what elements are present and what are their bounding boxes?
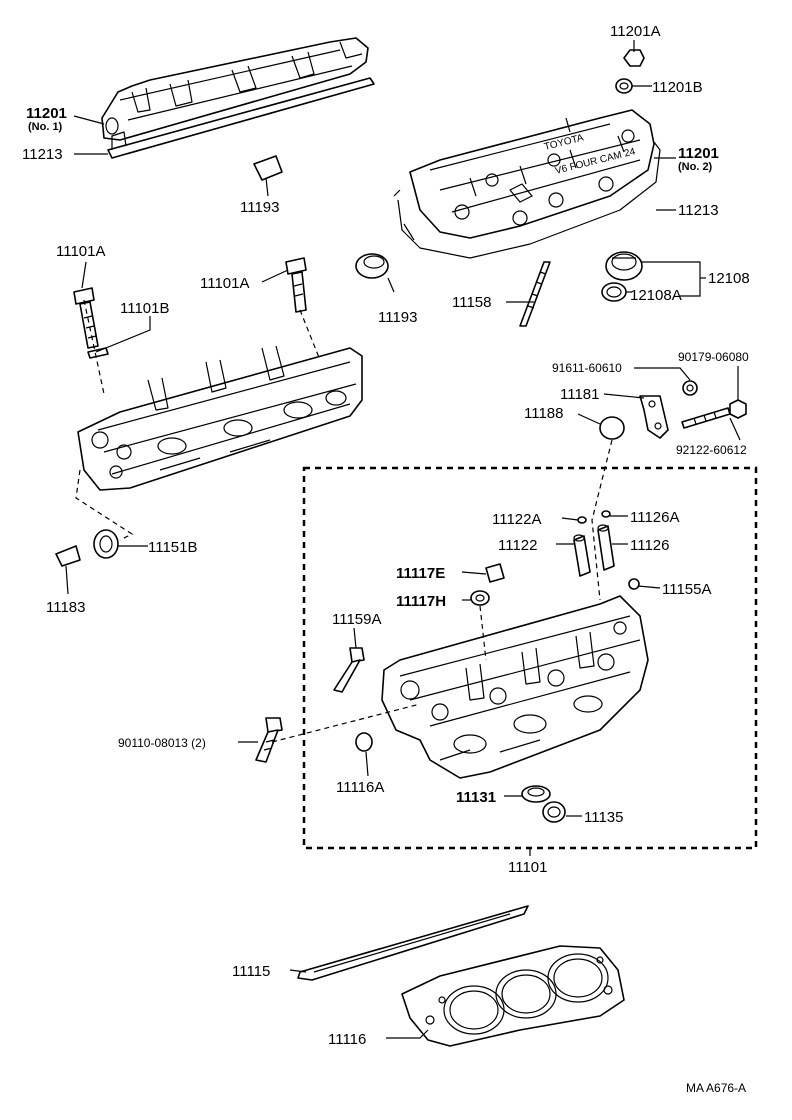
label-11135: 11135 bbox=[584, 809, 624, 826]
label-11158: 11158 bbox=[452, 294, 492, 311]
label-11201a: 11201A bbox=[610, 23, 661, 40]
label-11117h: 11117H bbox=[396, 593, 446, 610]
seal-11135 bbox=[542, 801, 566, 823]
label-11101b: 11101B bbox=[120, 300, 170, 317]
valve-cover-gasket-left bbox=[107, 77, 375, 159]
plug-11183 bbox=[55, 545, 81, 567]
head-bolt-11101a-left bbox=[73, 287, 99, 349]
plug-11188 bbox=[599, 416, 625, 440]
plug-seal-11193-top bbox=[253, 155, 283, 181]
guide-pin-11122a bbox=[577, 516, 587, 524]
label-11116a: 11116A bbox=[336, 779, 384, 796]
valve-guide-11122 bbox=[573, 534, 591, 577]
label-11101: 11101 bbox=[508, 859, 548, 876]
bracket-11181 bbox=[639, 395, 669, 439]
label-90110: 90110-08013 (2) bbox=[118, 736, 206, 750]
label-11201-no1-sub: (No. 1) bbox=[28, 121, 63, 133]
seal-11117h bbox=[470, 590, 490, 606]
label-11122: 11122 bbox=[498, 537, 538, 554]
label-11201-no1: 11201 bbox=[26, 105, 67, 122]
bolt-91611 bbox=[682, 380, 698, 396]
label-11115: 11115 bbox=[232, 963, 270, 980]
label-11181: 11181 bbox=[560, 386, 600, 403]
label-11122a: 11122A bbox=[492, 511, 542, 528]
valve-guide-11126 bbox=[597, 524, 615, 571]
cylinder-head-center bbox=[381, 595, 649, 779]
label-11116: 11116 bbox=[328, 1031, 366, 1048]
label-11126a: 11126A bbox=[630, 509, 680, 526]
label-92122: 92122-60612 bbox=[676, 443, 747, 457]
label-11201b: 11201B bbox=[652, 79, 703, 96]
plug-seal-11193-mid bbox=[355, 253, 389, 279]
valve-cover-gasket-right bbox=[393, 141, 661, 259]
label-11183: 11183 bbox=[46, 599, 86, 616]
oil-filler-cap-gasket bbox=[601, 282, 627, 302]
label-11213-left: 11213 bbox=[22, 146, 63, 163]
head-gasket-11116 bbox=[401, 945, 625, 1047]
label-11159a: 11159A bbox=[332, 611, 382, 628]
label-91611: 91611-60610 bbox=[552, 361, 622, 375]
label-11117e: 11117E bbox=[396, 565, 445, 582]
plug-11116a bbox=[355, 732, 373, 752]
label-11193-mid: 11193 bbox=[378, 309, 418, 326]
label-11193-top: 11193 bbox=[240, 199, 280, 216]
leader-lines bbox=[65, 40, 741, 1039]
gasket-11115 bbox=[297, 905, 529, 981]
label-12108: 12108 bbox=[708, 270, 750, 287]
label-11201-no2-sub: (No. 2) bbox=[678, 161, 713, 173]
label-11201-no2: 11201 bbox=[678, 145, 719, 162]
washer-11101b bbox=[87, 347, 109, 359]
head-bolt-11101a-mid bbox=[285, 257, 307, 313]
seal-11131 bbox=[521, 785, 551, 803]
plug-11117e bbox=[485, 563, 505, 583]
label-11151b: 11151B bbox=[148, 539, 198, 556]
label-11101a-mid: 11101A bbox=[200, 275, 250, 292]
label-90179: 90179-06080 bbox=[678, 350, 749, 364]
label-11131: 11131 bbox=[456, 789, 496, 806]
label-11188: 11188 bbox=[524, 405, 564, 422]
guide-pin-11126a bbox=[601, 510, 611, 518]
label-11126: 11126 bbox=[630, 537, 670, 554]
valve-cover-no1 bbox=[101, 37, 369, 141]
ring-11155a bbox=[628, 578, 640, 590]
label-12108a: 12108A bbox=[630, 287, 682, 304]
nut-90179 bbox=[729, 399, 747, 419]
bolt-90110 bbox=[255, 717, 283, 763]
cover-nut-11201a bbox=[623, 49, 645, 67]
stud-11159a bbox=[333, 647, 365, 693]
label-11101a-left: 11101A bbox=[56, 243, 106, 260]
seal-ring-11151b bbox=[93, 529, 119, 559]
label-11213-right: 11213 bbox=[678, 202, 719, 219]
cylinder-head-left bbox=[77, 345, 363, 491]
oil-filler-cap bbox=[605, 251, 643, 281]
label-11155a: 11155A bbox=[662, 581, 712, 598]
diagram-reference-code: MA A676-A bbox=[686, 1081, 746, 1095]
part-labels: 11201A 11201B 11201 (No. 1) 11213 11193 … bbox=[22, 23, 750, 1095]
stud-92122 bbox=[681, 407, 731, 429]
valve-cover-no2: TOYOTA V6 FOUR CAM 24 bbox=[409, 109, 655, 239]
cover-washer-11201b bbox=[615, 78, 633, 94]
stud-bolt-11158 bbox=[519, 261, 551, 327]
